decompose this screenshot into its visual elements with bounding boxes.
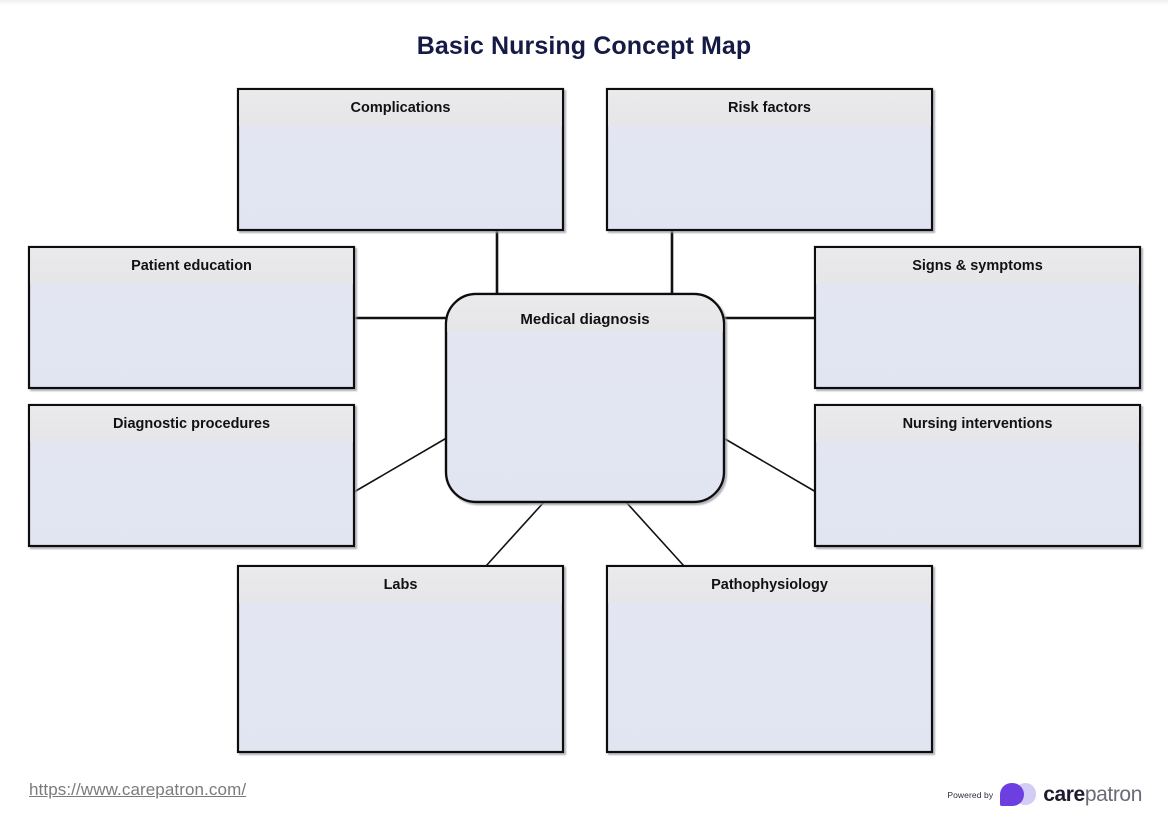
node-header [239, 567, 562, 604]
node-complications[interactable]: Complications [236, 87, 565, 232]
page-top-edge [0, 0, 1168, 5]
node-label-nursing-interventions: Nursing interventions [903, 416, 1053, 432]
node-pathophysiology[interactable]: Pathophysiology [605, 564, 934, 754]
carepatron-brand: Powered by carepatron [947, 782, 1142, 807]
node-label-risk-factors: Risk factors [728, 100, 811, 116]
page-title: Basic Nursing Concept Map [416, 32, 752, 60]
node-label-labs: Labs [384, 577, 418, 593]
node-risk-factors[interactable]: Risk factors [605, 87, 934, 232]
carepatron-wordmark: carepatron [1043, 784, 1142, 805]
center-node-medical-diagnosis[interactable]: Medical diagnosis [444, 292, 726, 504]
connector-lines [353, 230, 817, 567]
node-nursing-interventions[interactable]: Nursing interventions [813, 403, 1142, 548]
node-diagnostic-procedures[interactable]: Diagnostic procedures [27, 403, 356, 548]
node-header [816, 248, 1139, 285]
node-header [816, 406, 1139, 443]
node-header [30, 248, 353, 285]
node-header [30, 406, 353, 443]
center-node-header [447, 295, 723, 332]
wordmark-patron: patron [1084, 783, 1143, 806]
node-label-complications: Complications [351, 100, 451, 116]
node-signs-symptoms[interactable]: Signs & symptoms [813, 245, 1142, 390]
node-header [608, 90, 931, 127]
node-label-patient-education: Patient education [131, 258, 252, 274]
carepatron-url-link[interactable]: https://www.carepatron.com/ [29, 780, 247, 799]
node-header [239, 90, 562, 127]
node-label-diagnostic-procedures: Diagnostic procedures [113, 416, 270, 432]
carepatron-logo-icon [1000, 782, 1037, 807]
node-label-signs-symptoms: Signs & symptoms [912, 258, 1043, 274]
wordmark-care: care [1043, 783, 1085, 806]
node-patient-education[interactable]: Patient education [27, 245, 356, 390]
center-node-label: Medical diagnosis [520, 311, 649, 328]
logo-shape-dark [1000, 783, 1025, 806]
connector-labs [485, 501, 545, 567]
center-node-body [444, 292, 726, 504]
connector-nursing-interventions [719, 435, 817, 493]
node-labs[interactable]: Labs [236, 564, 565, 754]
node-label-pathophysiology: Pathophysiology [711, 577, 828, 593]
connector-pathophysiology [625, 501, 685, 567]
powered-by-label: Powered by [947, 789, 994, 800]
node-header [608, 567, 931, 604]
connector-diagnostic-procedures [353, 435, 451, 493]
